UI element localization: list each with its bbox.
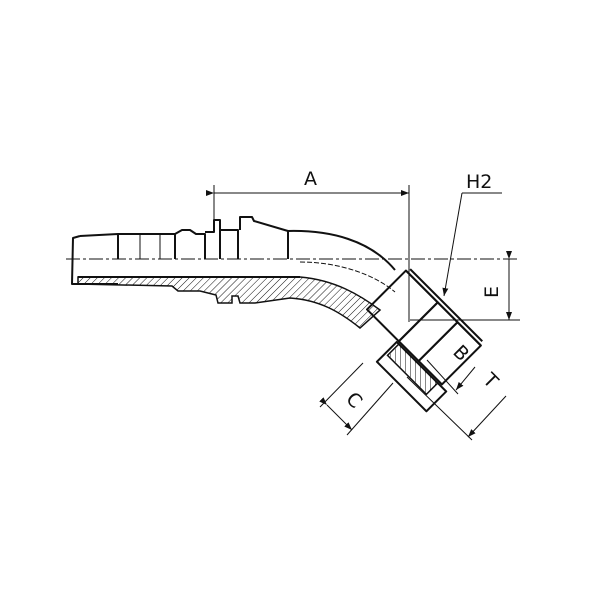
dim-a-label: A <box>304 168 317 190</box>
dim-h2-label: H2 <box>466 171 492 193</box>
dim-c-line <box>319 397 353 431</box>
dim-c-label: C <box>341 388 366 413</box>
dim-t-ext <box>406 376 473 441</box>
nut <box>366 268 483 413</box>
section-hatch <box>77 276 382 329</box>
dim-b-ext <box>426 359 459 395</box>
stem-outline <box>79 216 396 271</box>
dim-t-label: T <box>478 368 503 393</box>
dim-e-label: E <box>481 286 503 298</box>
h2-leader <box>442 192 463 297</box>
dim-b-line <box>455 366 476 391</box>
dim-c-ext2 <box>346 382 394 436</box>
dim-b-label: B <box>448 341 473 366</box>
bore-curve <box>299 261 396 293</box>
dim-t-line <box>467 395 507 438</box>
